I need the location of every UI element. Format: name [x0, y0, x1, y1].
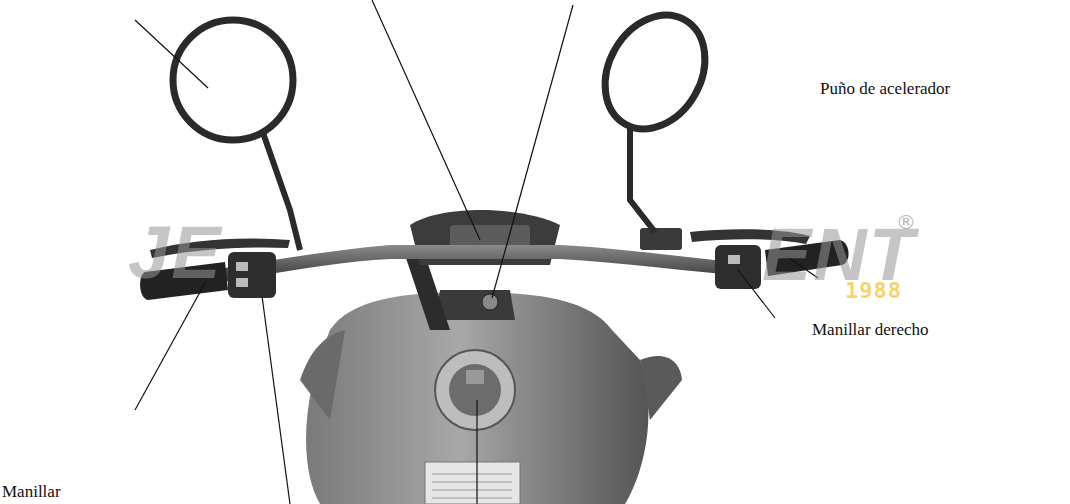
brake-reservoir: [640, 228, 682, 250]
ignition-switch: [482, 294, 498, 310]
handlebar: [200, 245, 760, 286]
mirror-stem: [262, 130, 300, 250]
fuel-cap: [435, 350, 515, 430]
fuel-cap: [466, 370, 484, 384]
switch-button: [236, 278, 248, 287]
part-label: Puño de acelerador: [820, 79, 950, 99]
watermark-text: JE: [128, 210, 223, 295]
watermark-year: 1988: [845, 278, 902, 303]
cables: [405, 255, 450, 330]
registered-mark: ®: [896, 210, 916, 234]
fuel-cap: [449, 364, 501, 416]
leader-lines: [135, 0, 818, 504]
right-switch-housing: [715, 245, 761, 289]
right-mirror: [585, 0, 725, 147]
fuel-tank: [306, 292, 648, 504]
part-label: Manillar: [2, 482, 61, 502]
tank-side: [640, 356, 682, 420]
mirror-stem: [630, 125, 655, 232]
headstock: [435, 290, 515, 320]
tank-side: [300, 330, 345, 420]
left-mirror: [173, 20, 293, 140]
switch-button: [728, 255, 740, 264]
part-label: Manillar derecho: [812, 320, 929, 340]
warning-sticker: [425, 462, 520, 504]
sticker-lines: [432, 474, 512, 498]
switch-button: [236, 262, 248, 271]
left-switch-housing: [228, 252, 276, 298]
